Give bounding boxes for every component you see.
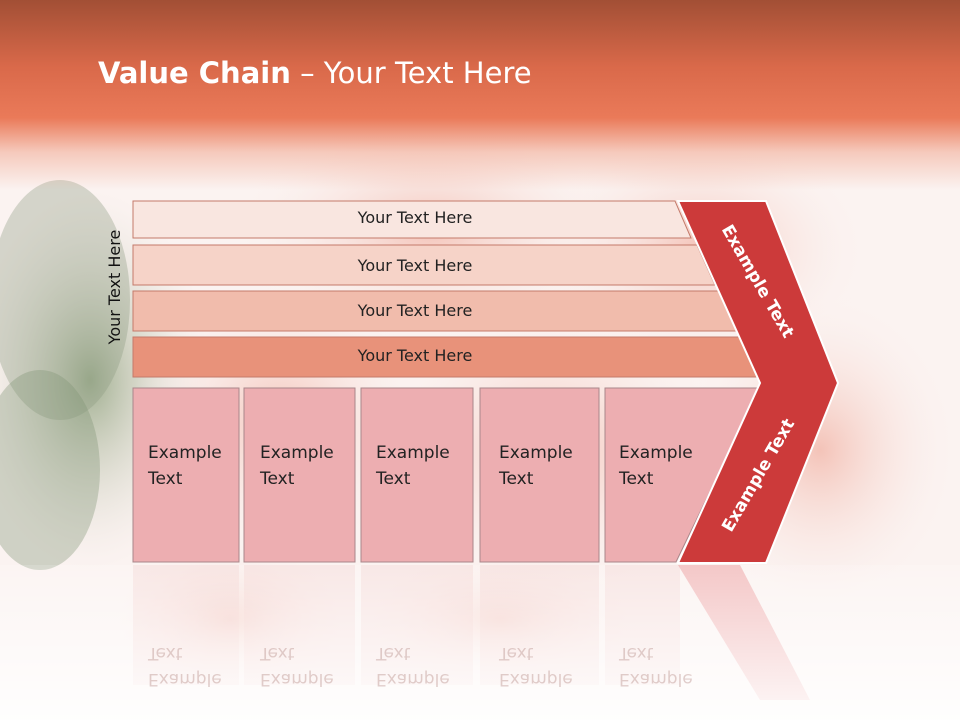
- primary-box-1[interactable]: [132, 387, 240, 563]
- box-label-line1: Example: [148, 443, 222, 463]
- box-label-line2: Text: [148, 469, 183, 489]
- box-label-line2: Text: [619, 469, 654, 489]
- header-band: [0, 0, 960, 190]
- box-label-line2: Text: [499, 469, 534, 489]
- box-label-line1: Example: [376, 443, 450, 463]
- primary-box-4[interactable]: [479, 387, 600, 563]
- margin-arrow[interactable]: [676, 200, 840, 564]
- box-label-line2: Text: [260, 469, 295, 489]
- primary-box-3[interactable]: [360, 387, 474, 563]
- title-rest: – Your Text Here: [290, 56, 532, 90]
- box-label-line2: Text: [376, 469, 411, 489]
- box-label-line1: Example: [499, 443, 573, 463]
- page-title: Value Chain – Your Text Here: [98, 56, 532, 90]
- box-label-line1: Example: [619, 443, 693, 463]
- row-label-4: Your Text Here: [357, 346, 473, 365]
- primary-box-5[interactable]: [604, 387, 761, 563]
- row-label-3: Your Text Here: [357, 301, 473, 320]
- support-row-1[interactable]: [132, 200, 692, 239]
- row-label-1: Your Text Here: [357, 208, 473, 227]
- primary-box-2[interactable]: [243, 387, 356, 563]
- box-label-line1: Example: [260, 443, 334, 463]
- title-bold: Value Chain: [98, 56, 291, 90]
- row-label-2: Your Text Here: [357, 256, 473, 275]
